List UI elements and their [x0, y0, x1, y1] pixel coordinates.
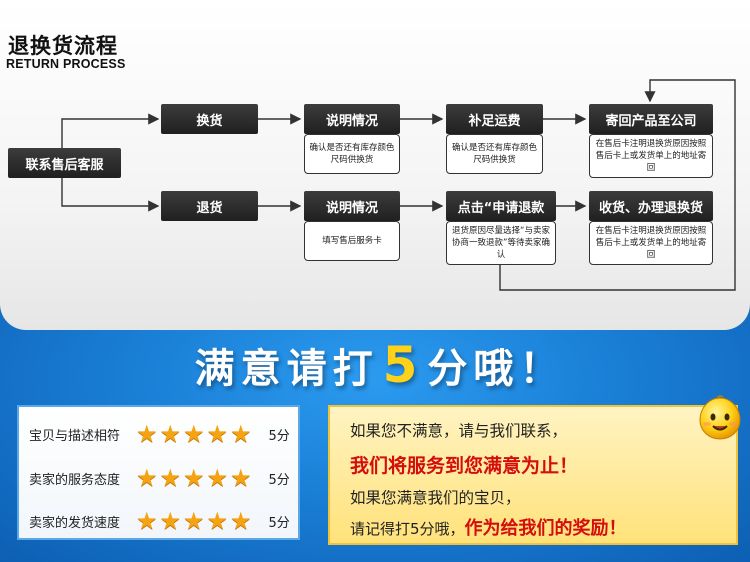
connector-start-exchange: [61, 113, 160, 148]
star-icon: ★: [135, 507, 158, 535]
smiley-icon: [699, 395, 741, 440]
exchange-explain-node: 说明情况: [304, 104, 400, 134]
star-icon: ★: [206, 420, 228, 448]
message-line-2: 我们将服务到您满意为止！: [350, 455, 579, 477]
return-explain-note: 填写售后服务卡: [304, 221, 400, 261]
send-back-note: 在售后卡注明退换货原因按照售后卡上或发货单上的地址寄回: [589, 134, 713, 178]
rating-label: 卖家的发货速度: [29, 515, 121, 531]
page-subtitle: RETURN PROCESS: [6, 57, 126, 71]
rating-row-description: 宝贝与描述相符 ★★★★★ 5分: [19, 412, 302, 456]
star-icon: ★: [182, 420, 205, 448]
star-icon: ★: [229, 464, 252, 492]
return-process-panel: 退换货流程 RETURN PROCESS 联系售后客服 换货 说明情况 补足运费…: [0, 0, 750, 330]
message-line-4b: 作为给我们的奖励！: [464, 518, 627, 539]
star-icon: ★: [159, 420, 181, 448]
connector-start-return: [61, 177, 160, 212]
rating-stars: ★★★★★: [135, 509, 253, 533]
rating-stars: ★★★★★: [135, 466, 253, 490]
star-icon: ★: [206, 464, 228, 492]
contact-service-node: 联系售后客服: [8, 148, 121, 178]
return-explain-node: 说明情况: [304, 191, 400, 221]
star-icon: ★: [182, 507, 205, 535]
receive-goods-node: 收货、办理退换货: [589, 191, 713, 221]
flow-connectors: [61, 79, 736, 291]
star-icon: ★: [135, 464, 158, 492]
message-line-3: 如果您满意我们的宝贝，: [350, 489, 521, 507]
star-icon: ★: [135, 420, 158, 448]
slogan-text-after: 分哦！: [427, 346, 566, 392]
star-icon: ★: [159, 507, 181, 535]
exchange-explain-note: 确认是否还有库存颜色尺码供换货: [304, 134, 400, 174]
star-icon: ★: [182, 464, 205, 492]
apply-refund-note: 退货原因尽量选择“与卖家协商一致退款”等待卖家确认: [446, 221, 556, 265]
star-icon: ★: [159, 464, 181, 492]
rating-score: 5分: [268, 515, 290, 531]
star-icon: ★: [206, 507, 228, 535]
shipping-fee-node: 补足运费: [446, 104, 543, 134]
rating-row-service: 卖家的服务态度 ★★★★★ 5分: [19, 456, 302, 500]
message-line-4: 请记得打5分哦，作为给我们的奖励！: [350, 514, 627, 540]
message-line-1: 如果您不满意，请与我们联系，: [350, 422, 568, 440]
send-back-node: 寄回产品至公司: [589, 104, 713, 134]
slogan-text-before: 满意请打: [194, 346, 379, 392]
rating-row-shipping: 卖家的发货速度 ★★★★★ 5分: [19, 499, 302, 543]
rating-card: 宝贝与描述相符 ★★★★★ 5分 卖家的服务态度 ★★★★★ 5分 卖家的发货速…: [17, 405, 300, 540]
shipping-fee-note: 确认是否还有库存颜色尺码供换货: [446, 134, 543, 174]
connector-return-loop: [499, 79, 736, 291]
star-icon: ★: [229, 507, 252, 535]
star-icon: ★: [229, 420, 252, 448]
exchange-node: 换货: [161, 104, 258, 134]
slogan-number: 5: [382, 336, 424, 394]
receive-goods-note: 在售后卡注明退换货原因按照售后卡上或发货单上的地址寄回: [589, 221, 713, 265]
rating-stars: ★★★★★: [135, 422, 253, 446]
rating-score: 5分: [268, 472, 290, 488]
apply-refund-node: 点击“申请退款: [446, 191, 556, 221]
message-line-4a: 请记得打5分哦，: [350, 520, 465, 538]
return-node: 退货: [161, 191, 258, 221]
rating-score: 5分: [268, 428, 290, 444]
page-title: 退换货流程: [8, 34, 118, 58]
message-card: 如果您不满意，请与我们联系， 我们将服务到您满意为止！ 如果您满意我们的宝贝， …: [328, 405, 738, 545]
rating-label: 卖家的服务态度: [29, 472, 121, 488]
rating-label: 宝贝与描述相符: [29, 428, 121, 444]
